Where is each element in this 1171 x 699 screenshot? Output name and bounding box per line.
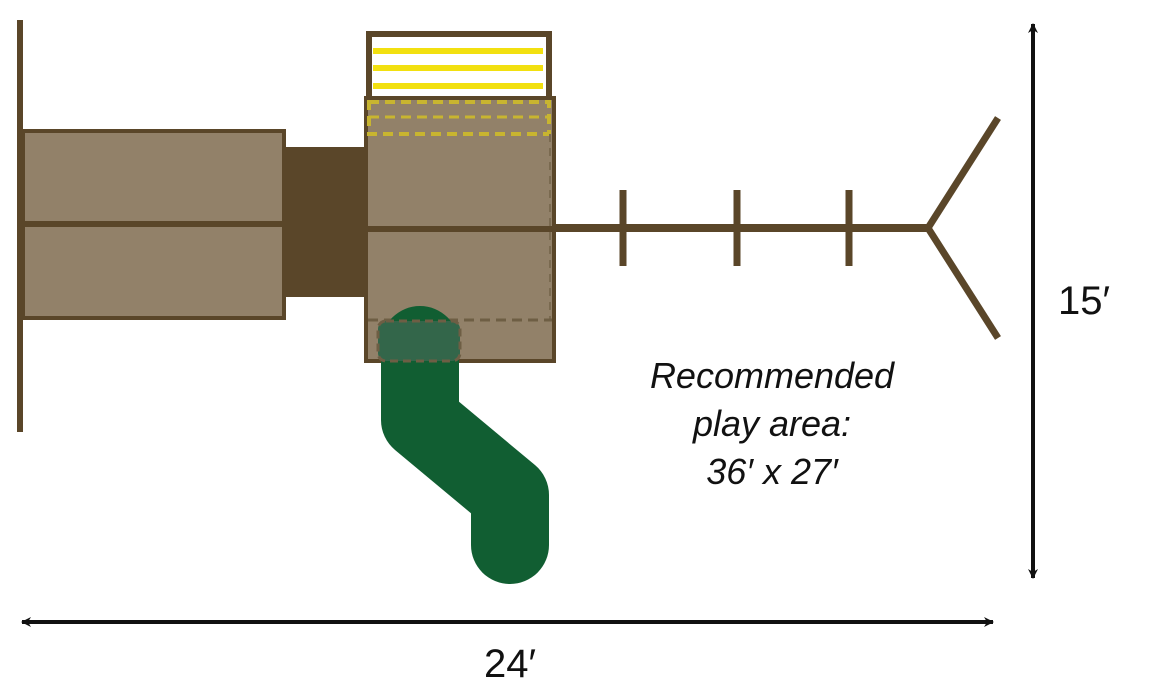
bridge-connector [284,147,366,297]
slide [376,306,549,584]
depth-label: 15′ [1058,279,1110,323]
ladder [366,31,552,103]
swing-beam [554,116,1001,340]
width-label: 24′ [484,642,536,686]
left-deck [21,129,286,320]
play-area-line-2: play area: [692,403,851,444]
play-area-line-1: Recommended [650,355,895,396]
play-area-line-3: 36′ x 27′ [706,451,839,492]
